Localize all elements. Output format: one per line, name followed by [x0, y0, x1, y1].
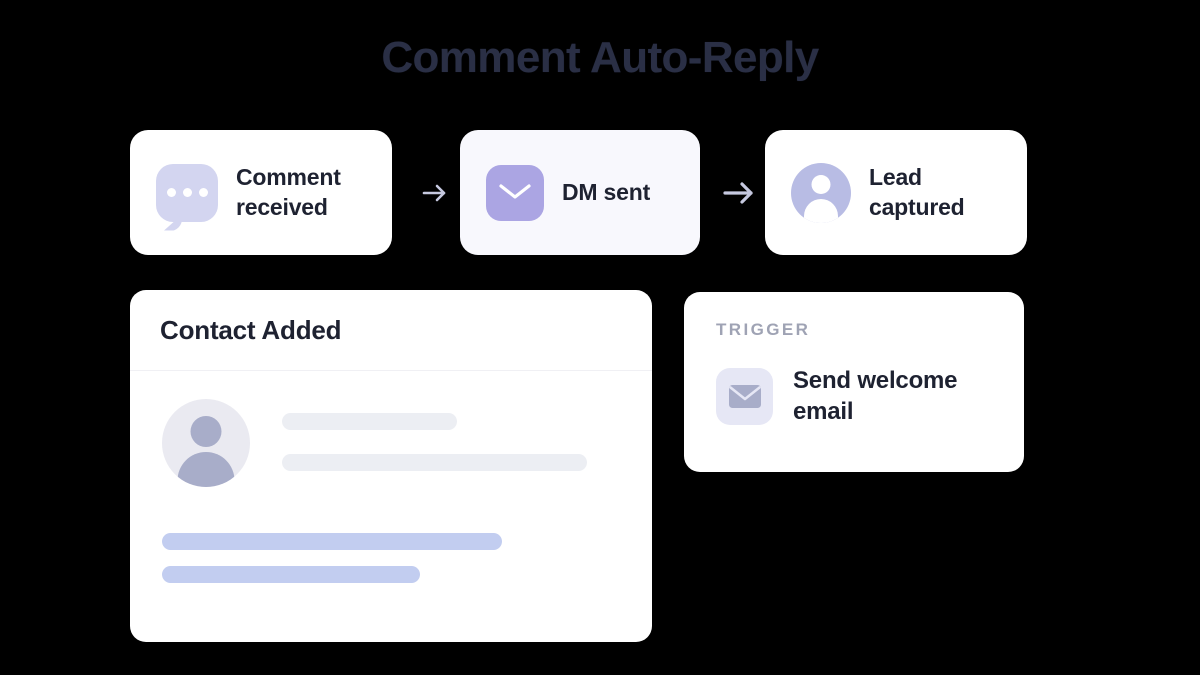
flow-step-card-lead-captured[interactable]: Lead captured	[765, 130, 1027, 255]
contact-panel-title: Contact Added	[160, 314, 342, 345]
user-avatar-placeholder-icon	[162, 399, 250, 487]
skeleton-bar	[282, 454, 587, 471]
arrow-right-icon	[418, 176, 452, 210]
contact-skeleton-group	[282, 399, 587, 471]
flow-step-label: Lead captured	[869, 164, 965, 220]
flow-step-card-dm-sent[interactable]: DM sent	[460, 130, 700, 255]
flow-step-card-comment-received[interactable]: Comment received	[130, 130, 392, 255]
contact-panel-header: Contact Added	[130, 290, 652, 371]
flow-step-label: DM sent	[562, 178, 651, 205]
envelope-icon	[486, 164, 544, 221]
contact-added-panel[interactable]: Contact Added	[130, 290, 652, 642]
skeleton-bar	[282, 413, 457, 430]
contact-panel-body	[130, 371, 652, 583]
trigger-panel[interactable]: TRIGGER Send welcome email	[684, 292, 1024, 472]
page-title: Comment Auto-Reply	[381, 33, 819, 82]
trigger-action-label: Send welcome email	[793, 367, 958, 426]
user-avatar-icon	[791, 162, 851, 223]
contact-highlight-group	[162, 533, 622, 583]
flow-step-label: Comment received	[236, 164, 341, 220]
trigger-action-row[interactable]: Send welcome email	[716, 365, 994, 427]
envelope-icon	[716, 367, 773, 425]
chat-bubble-icon	[156, 163, 218, 231]
contact-row	[162, 399, 622, 487]
skeleton-bar-highlight	[162, 566, 420, 583]
arrow-right-icon	[716, 170, 762, 216]
trigger-eyebrow-label: TRIGGER	[716, 320, 811, 339]
skeleton-bar-highlight	[162, 533, 502, 550]
